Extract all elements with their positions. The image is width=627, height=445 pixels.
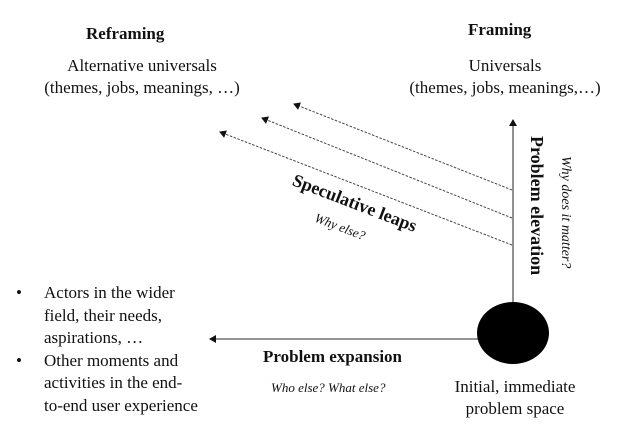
speculative-leap-arrow (261, 116, 513, 219)
framing-description: Universals (themes, jobs, meanings,…) (385, 55, 625, 99)
framing-line1: Universals (468, 56, 542, 75)
problem-elevation-question: Why does it matter? (558, 156, 573, 269)
bullet-icon: • (16, 283, 22, 302)
wider-field-item-line: to-end user experience (44, 395, 198, 415)
bullet-icon: • (16, 350, 22, 370)
reframing-title: Reframing (86, 24, 165, 43)
wider-field-item-line: field, their needs, (44, 305, 163, 325)
wider-field-item-line: Actors in the wider (44, 283, 175, 302)
wider-field-item-line: Other moments and (44, 350, 179, 370)
framing-title: Framing (468, 20, 532, 39)
problem-elevation-label: Problem elevation (527, 136, 547, 276)
problem-expansion-question: Who else? What else? (271, 380, 386, 395)
wider-field-item-line: activities in the end- (44, 373, 183, 392)
reframing-description: Alternative universals (themes, jobs, me… (22, 55, 262, 99)
initial-problem-space-circle (477, 302, 549, 364)
problem-expansion-label: Problem expansion (263, 347, 403, 366)
speculative-leap-arrow (219, 130, 513, 246)
initial-space-line2: problem space (465, 399, 565, 418)
speculative-leap-arrow (293, 102, 513, 191)
initial-problem-space-label: Initial, immediate problem space (430, 376, 600, 420)
initial-space-line1: Initial, immediate (454, 377, 576, 396)
wider-field-item: • Actors in the wider field, their needs… (8, 282, 228, 350)
framing-line2: (themes, jobs, meanings,…) (409, 78, 601, 97)
reframing-line1: Alternative universals (67, 56, 217, 75)
wider-field-item-line: aspirations, … (44, 328, 144, 347)
wider-field-item: • Other moments and activities in the en… (8, 350, 228, 418)
wider-field-list: • Actors in the wider field, their needs… (8, 282, 228, 417)
reframing-line2: (themes, jobs, meanings, …) (44, 78, 240, 97)
